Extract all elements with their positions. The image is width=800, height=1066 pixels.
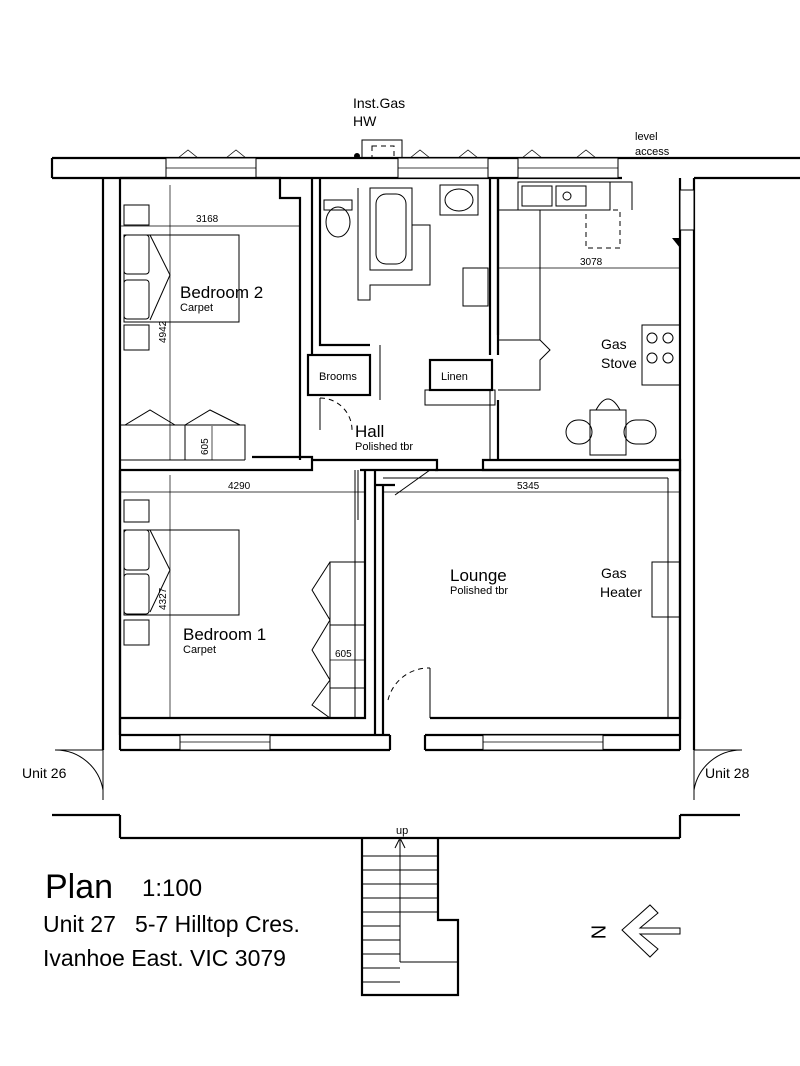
windows [165,149,695,751]
room-bedroom2-floor: Carpet [180,302,213,314]
room-lounge-floor: Polished tbr [450,585,508,597]
dim-bedroom1-depth: 4327 [158,587,169,610]
dimension-labels: 3168 4942 605 3078 4290 4327 605 5345 [158,214,603,660]
neighbour-labels: Unit 26 Unit 28 [22,765,750,781]
address-line-1: Unit 27 5-7 Hilltop Cres. [43,911,300,937]
inst-gas-label-1: Inst.Gas [353,95,405,111]
unit-26-label: Unit 26 [22,765,67,781]
room-hall-name: Hall [355,422,384,441]
plan-scale: 1:100 [142,875,202,902]
interior-walls [118,176,682,735]
linen-label: Linen [441,371,468,383]
north-letter: N [588,925,610,939]
room-bedroom1-name: Bedroom 1 [183,625,266,644]
dim-lounge-width: 5345 [517,481,540,492]
dim-bedroom2-width: 3168 [196,214,219,225]
title-block: Plan 1:100 Unit 27 5-7 Hilltop Cres. Iva… [43,868,300,971]
north-arrow-icon: N [588,904,681,958]
dim-bedroom1-width: 4290 [228,481,251,492]
address-line-2: Ivanhoe East. VIC 3079 [43,945,286,971]
brooms-label: Brooms [319,371,357,383]
dim-bedroom2-depth: 4942 [158,320,169,343]
dim-bedroom1-robe: 605 [335,649,352,660]
level-access-label-2: access [635,146,670,158]
plan-title: Plan [45,868,113,906]
gas-stove-label-2: Stove [601,355,637,371]
unit-28-label: Unit 28 [705,765,750,781]
stairs-up-label: up [396,825,408,837]
dim-kitchen-width: 3078 [580,257,603,268]
room-hall-floor: Polished tbr [355,441,413,453]
room-bedroom2-name: Bedroom 2 [180,283,263,302]
room-bedroom1-floor: Carpet [183,644,216,656]
dimension-lines [120,185,680,718]
doors [54,397,743,791]
fixtures [120,139,681,997]
inst-gas-label-2: HW [353,113,377,129]
stair-treads [362,836,458,983]
room-lounge-name: Lounge [450,566,507,585]
dim-bedroom2-robe: 605 [200,438,211,455]
level-access-label-1: level [635,131,658,143]
gas-heater-label-2: Heater [600,584,642,600]
exterior-walls [50,156,800,840]
gas-stove-label-1: Gas [601,336,627,352]
room-labels: Bedroom 2 Carpet Hall Polished tbr Loung… [180,283,508,656]
gas-heater-label-1: Gas [601,565,627,581]
fixture-labels: Brooms Linen Gas Stove Gas Heater Inst.G… [319,95,670,837]
